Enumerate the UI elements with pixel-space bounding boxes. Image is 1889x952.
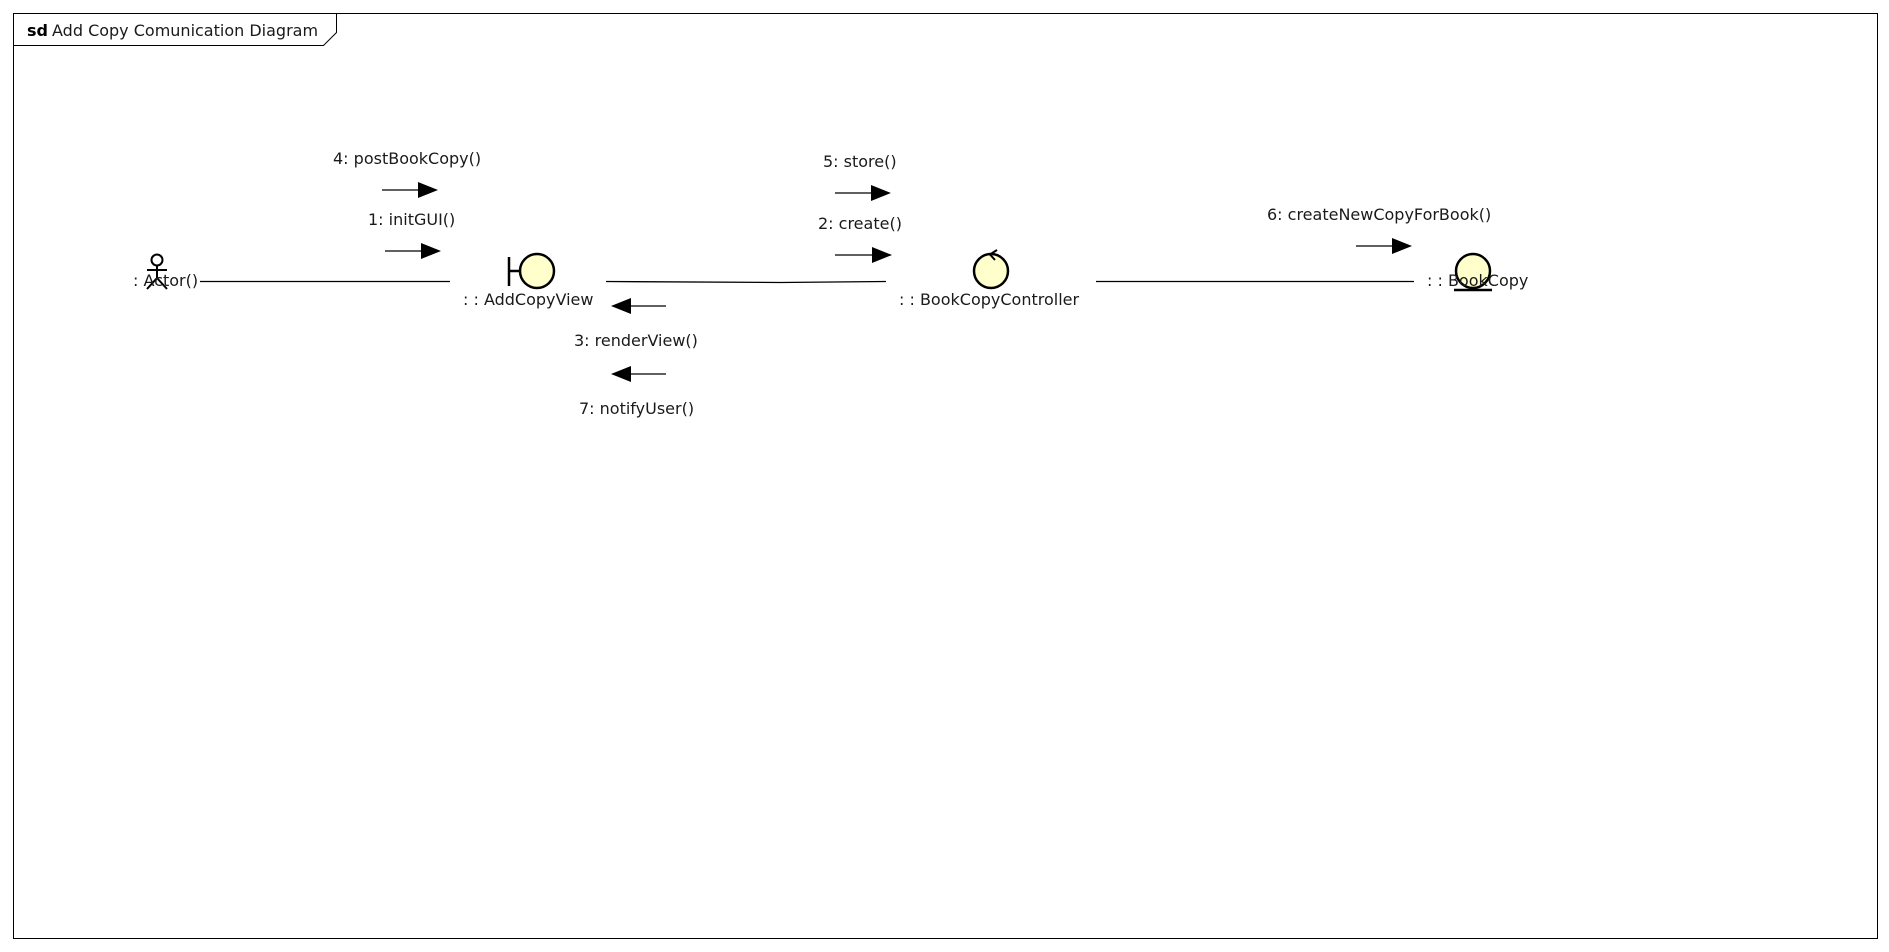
arrow-right-icon xyxy=(1356,238,1412,254)
message-label: 6: createNewCopyForBook() xyxy=(1267,205,1491,224)
arrow-right-icon xyxy=(835,247,892,263)
messages: 1: initGUI() 2: create() 3: renderView()… xyxy=(333,149,1491,418)
message-3-renderview[interactable]: 3: renderView() xyxy=(574,298,698,350)
lifeline-label: : Actor() xyxy=(133,271,198,290)
actor-icon xyxy=(146,253,168,290)
lifeline-actor[interactable]: : Actor() xyxy=(133,253,198,291)
frame-keyword: sd xyxy=(27,21,48,40)
message-label: 1: initGUI() xyxy=(368,210,455,229)
message-6-createnewcopyforbook[interactable]: 6: createNewCopyForBook() xyxy=(1267,205,1491,254)
lifeline-add-copy-view[interactable]: : : AddCopyView xyxy=(463,252,593,309)
lifeline-book-copy-controller[interactable]: : : BookCopyController xyxy=(899,249,1079,309)
message-label: 5: store() xyxy=(823,152,897,171)
message-label: 3: renderView() xyxy=(574,331,698,350)
lifeline-book-copy[interactable]: : : BookCopy xyxy=(1427,252,1528,292)
control-icon xyxy=(972,249,1010,290)
links xyxy=(200,280,1414,284)
message-label: 7: notifyUser() xyxy=(579,399,694,418)
arrow-right-icon xyxy=(385,243,441,259)
frame-title: Add Copy Comunication Diagram xyxy=(52,21,318,40)
message-4-postbookcopy[interactable]: 4: postBookCopy() xyxy=(333,149,481,198)
lifeline-label: : : BookCopyController xyxy=(899,290,1079,309)
message-label: 4: postBookCopy() xyxy=(333,149,481,168)
arrow-right-icon xyxy=(382,182,438,198)
entity-icon xyxy=(1454,252,1492,292)
message-2-create[interactable]: 2: create() xyxy=(818,214,902,263)
arrow-left-icon xyxy=(611,366,666,382)
arrow-right-icon xyxy=(835,185,891,201)
lifeline-label: : : BookCopy xyxy=(1427,271,1528,290)
arrow-left-icon xyxy=(611,298,666,314)
lifeline-label: : : AddCopyView xyxy=(463,290,593,309)
boundary-icon xyxy=(507,252,556,290)
message-7-notifyuser[interactable]: 7: notifyUser() xyxy=(579,366,694,418)
message-5-store[interactable]: 5: store() xyxy=(823,152,897,201)
frame-tab xyxy=(13,13,337,46)
diagram-frame: sd Add Copy Comunication Diagram xyxy=(13,13,1878,939)
message-1-initgui[interactable]: 1: initGUI() xyxy=(368,210,455,259)
frame-border xyxy=(13,13,1878,939)
message-label: 2: create() xyxy=(818,214,902,233)
link-addcopyview-bookcopycontroller xyxy=(605,280,887,284)
